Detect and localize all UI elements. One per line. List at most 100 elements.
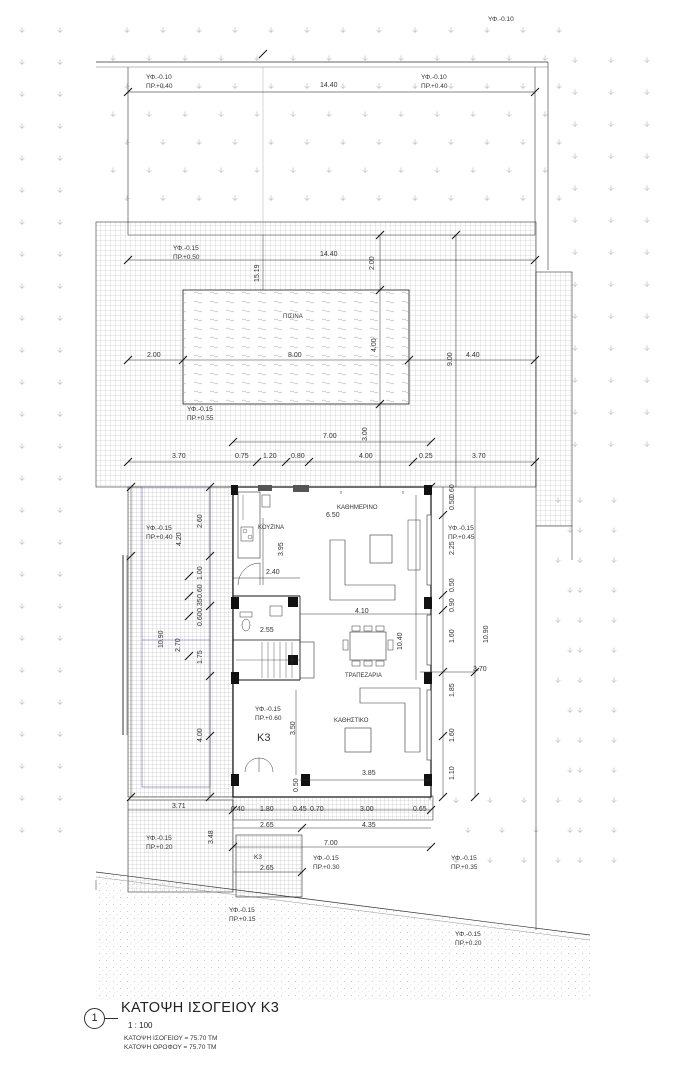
- grass-icon: [555, 857, 561, 863]
- dim-paving-depth: 15.19: [254, 264, 261, 282]
- grass-icon: [218, 167, 224, 173]
- grass-icon: [57, 187, 63, 193]
- grass-icon: [572, 185, 578, 191]
- unit-k3-label: Κ3: [257, 732, 270, 744]
- grass-icon: [572, 377, 578, 383]
- grass-icon: [555, 737, 561, 743]
- grass-icon: [412, 83, 418, 89]
- grass-icon: [611, 647, 617, 653]
- grass-icon: [611, 677, 617, 683]
- dim-bot-300: 3.00: [360, 806, 374, 813]
- level-street-left-1: ΥΦ.-0.15: [229, 907, 255, 914]
- dim-bot-700: 7.00: [324, 840, 338, 847]
- grass-icon: [577, 647, 583, 653]
- dim-080: 0.80: [291, 453, 305, 460]
- grass-icon: [110, 55, 116, 61]
- grass-icon: [572, 409, 578, 415]
- dim-west-400: 4.00: [197, 728, 204, 742]
- grass-icon: [521, 857, 527, 863]
- grass-icon: [611, 857, 617, 863]
- level-west-2: ΠΡ.+0.40: [146, 534, 173, 541]
- southwest-paving: [127, 799, 234, 893]
- unit-k3-small-label: Κ3: [254, 854, 262, 861]
- level-lawn-left-1: ΥΦ.-0.10: [146, 74, 172, 81]
- grass-icon: [57, 155, 63, 161]
- grass-icon: [572, 281, 578, 287]
- grass-icon: [160, 139, 166, 145]
- grass-icon: [577, 587, 583, 593]
- level-entry-1: ΥΦ.-0.15: [313, 855, 339, 862]
- grass-icon: [57, 123, 63, 129]
- grass-icon: [146, 167, 152, 173]
- dim-living-depth: 3.50: [290, 721, 297, 735]
- grass-icon: [19, 155, 25, 161]
- level-street-right-1: ΥΦ.-0.15: [455, 931, 481, 938]
- grass-icon: [484, 83, 490, 89]
- dim-025: 0.25: [419, 453, 433, 460]
- grass-icon: [19, 475, 25, 481]
- grass-icon: [57, 475, 63, 481]
- grass-icon: [572, 313, 578, 319]
- grass-icon: [304, 27, 310, 33]
- dim-lawn-width: 14.40: [320, 82, 338, 89]
- dim-bot-265b: 2.65: [260, 865, 274, 872]
- dim-paving-width: 14.40: [320, 251, 338, 258]
- level-pool-side-1: ΥΦ.-0.15: [187, 406, 213, 413]
- grass-icon: [19, 507, 25, 513]
- grass-icon: [376, 83, 382, 89]
- dim-pool-offset: 2.00: [369, 256, 376, 270]
- dim-dining-width: 4.10: [355, 608, 369, 615]
- grass-icon: [448, 27, 454, 33]
- grass-icon: [577, 557, 583, 563]
- room-kitchen: ΚΟΥΖΙΝΑ: [258, 525, 284, 531]
- grass-icon: [304, 195, 310, 201]
- grass-icon: [644, 409, 650, 415]
- grass-icon: [19, 699, 25, 705]
- grass-icon: [555, 797, 561, 803]
- grass-icon: [57, 347, 63, 353]
- drawing-title: ΚΑΤΟΨΗ ΙΣΟΓΕΙΟΥ Κ3: [121, 1000, 280, 1016]
- grass-icon: [644, 441, 650, 447]
- dim-family-width: 6.50: [326, 512, 340, 519]
- dim-east-160b: 1.60: [449, 728, 456, 742]
- grass-icon: [19, 251, 25, 257]
- view-number-badge: 1: [84, 1008, 105, 1029]
- grass-icon: [182, 111, 188, 117]
- grass-icon: [611, 827, 617, 833]
- grass-icon: [398, 55, 404, 61]
- view-number-leader: [104, 1018, 118, 1019]
- grass-icon: [611, 767, 617, 773]
- grass-icon: [572, 249, 578, 255]
- grass-icon: [611, 557, 617, 563]
- grass-icon: [57, 507, 63, 513]
- grass-icon: [326, 167, 332, 173]
- grass-icon: [484, 139, 490, 145]
- grass-icon: [448, 195, 454, 201]
- grass-icon: [232, 83, 238, 89]
- upper-floor-area: ΚΑΤΟΨΗ ΟΡΟΦΟΥ = 75.70 ΤΜ: [124, 1044, 217, 1051]
- grass-icon: [611, 707, 617, 713]
- level-interior-1: ΥΦ.-0.15: [255, 706, 281, 713]
- grass-icon: [57, 251, 63, 257]
- grass-icon: [567, 767, 573, 773]
- level-east-1: ΥΦ.-0.15: [448, 525, 474, 532]
- grass-icon: [572, 57, 578, 63]
- grass-icon: [608, 345, 614, 351]
- dim-075: 0.75: [235, 453, 249, 460]
- grass-icon: [124, 139, 130, 145]
- grass-icon: [644, 153, 650, 159]
- grass-icon: [376, 139, 382, 145]
- grass-icon: [57, 411, 63, 417]
- dim-house-depth: 10.40: [397, 632, 404, 650]
- grass-icon: [484, 195, 490, 201]
- grass-icon: [376, 27, 382, 33]
- grass-icon: [506, 111, 512, 117]
- dim-west-035: 0.35: [197, 598, 204, 612]
- grass-icon: [567, 707, 573, 713]
- dim-west-260: 2.60: [197, 514, 204, 528]
- dim-east-225: 2.25: [449, 541, 456, 555]
- grass-icon: [19, 827, 25, 833]
- dim-west-175: 1.75: [197, 650, 204, 664]
- level-paving-top-2: ΠΡ.+0.50: [173, 254, 200, 261]
- grass-icon: [376, 195, 382, 201]
